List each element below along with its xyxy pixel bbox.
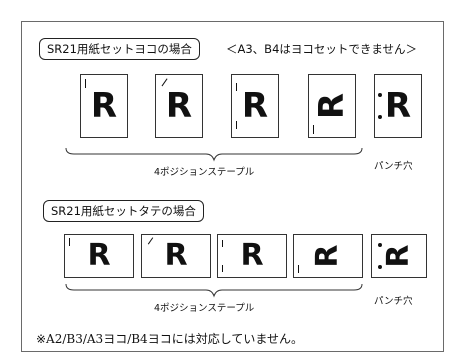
landscape-section-label: SR21用紙セットタテの場合 <box>43 200 204 222</box>
paper-letter: R <box>384 86 412 126</box>
footnote: ※A2/B3/A3ヨコ/B4ヨコには対応していません。 <box>36 332 303 346</box>
paper-landscape-rotated: R <box>293 234 363 278</box>
punch-hole <box>378 115 382 119</box>
punch-caption: パンチ穴 <box>374 161 413 172</box>
diagram-frame <box>21 21 444 352</box>
paper-letter: R <box>240 238 264 273</box>
staple-mark <box>222 265 224 272</box>
paper-landscape-staple-slanted: R <box>141 234 211 278</box>
paper-letter: R <box>310 244 345 268</box>
staple-mark <box>298 265 300 273</box>
staple-brace <box>65 283 363 298</box>
punch-hole <box>378 265 382 269</box>
paper-landscape-punch-holes: R <box>371 234 427 278</box>
staple-mark <box>236 83 238 91</box>
punch-caption: パンチ穴 <box>374 296 413 307</box>
paper-letter: R <box>164 238 188 273</box>
staple-caption: 4ポジションステープル <box>154 303 255 314</box>
punch-hole <box>378 243 382 247</box>
paper-letter: R <box>381 244 416 268</box>
staple-caption: 4ポジションステープル <box>154 167 255 178</box>
staple-mark <box>236 121 238 129</box>
paper-staple-slanted: R <box>155 74 203 138</box>
paper-staple-double: R <box>231 74 279 138</box>
staple-mark <box>85 79 87 88</box>
restriction-note: ＜A3、B4はヨコセットできません＞ <box>226 42 418 56</box>
staple-mark <box>222 240 224 247</box>
paper-letter: R <box>312 92 352 120</box>
staple-mark <box>69 238 71 246</box>
paper-rotated-staple-bottom-left: R <box>308 74 356 138</box>
paper-letter: R <box>90 86 118 126</box>
paper-letter: R <box>87 238 111 273</box>
paper-landscape-staple-top-left: R <box>64 234 134 278</box>
portrait-section-label: SR21用紙セットヨコの場合 <box>39 38 200 60</box>
paper-landscape-staple-double: R <box>217 234 287 278</box>
paper-staple-top-left: R <box>80 74 128 138</box>
staple-brace <box>65 147 363 162</box>
paper-letter: R <box>165 86 193 126</box>
paper-letter: R <box>241 86 269 126</box>
paper-punch-holes: R <box>374 74 422 138</box>
punch-hole <box>378 93 382 97</box>
staple-mark <box>313 125 315 134</box>
